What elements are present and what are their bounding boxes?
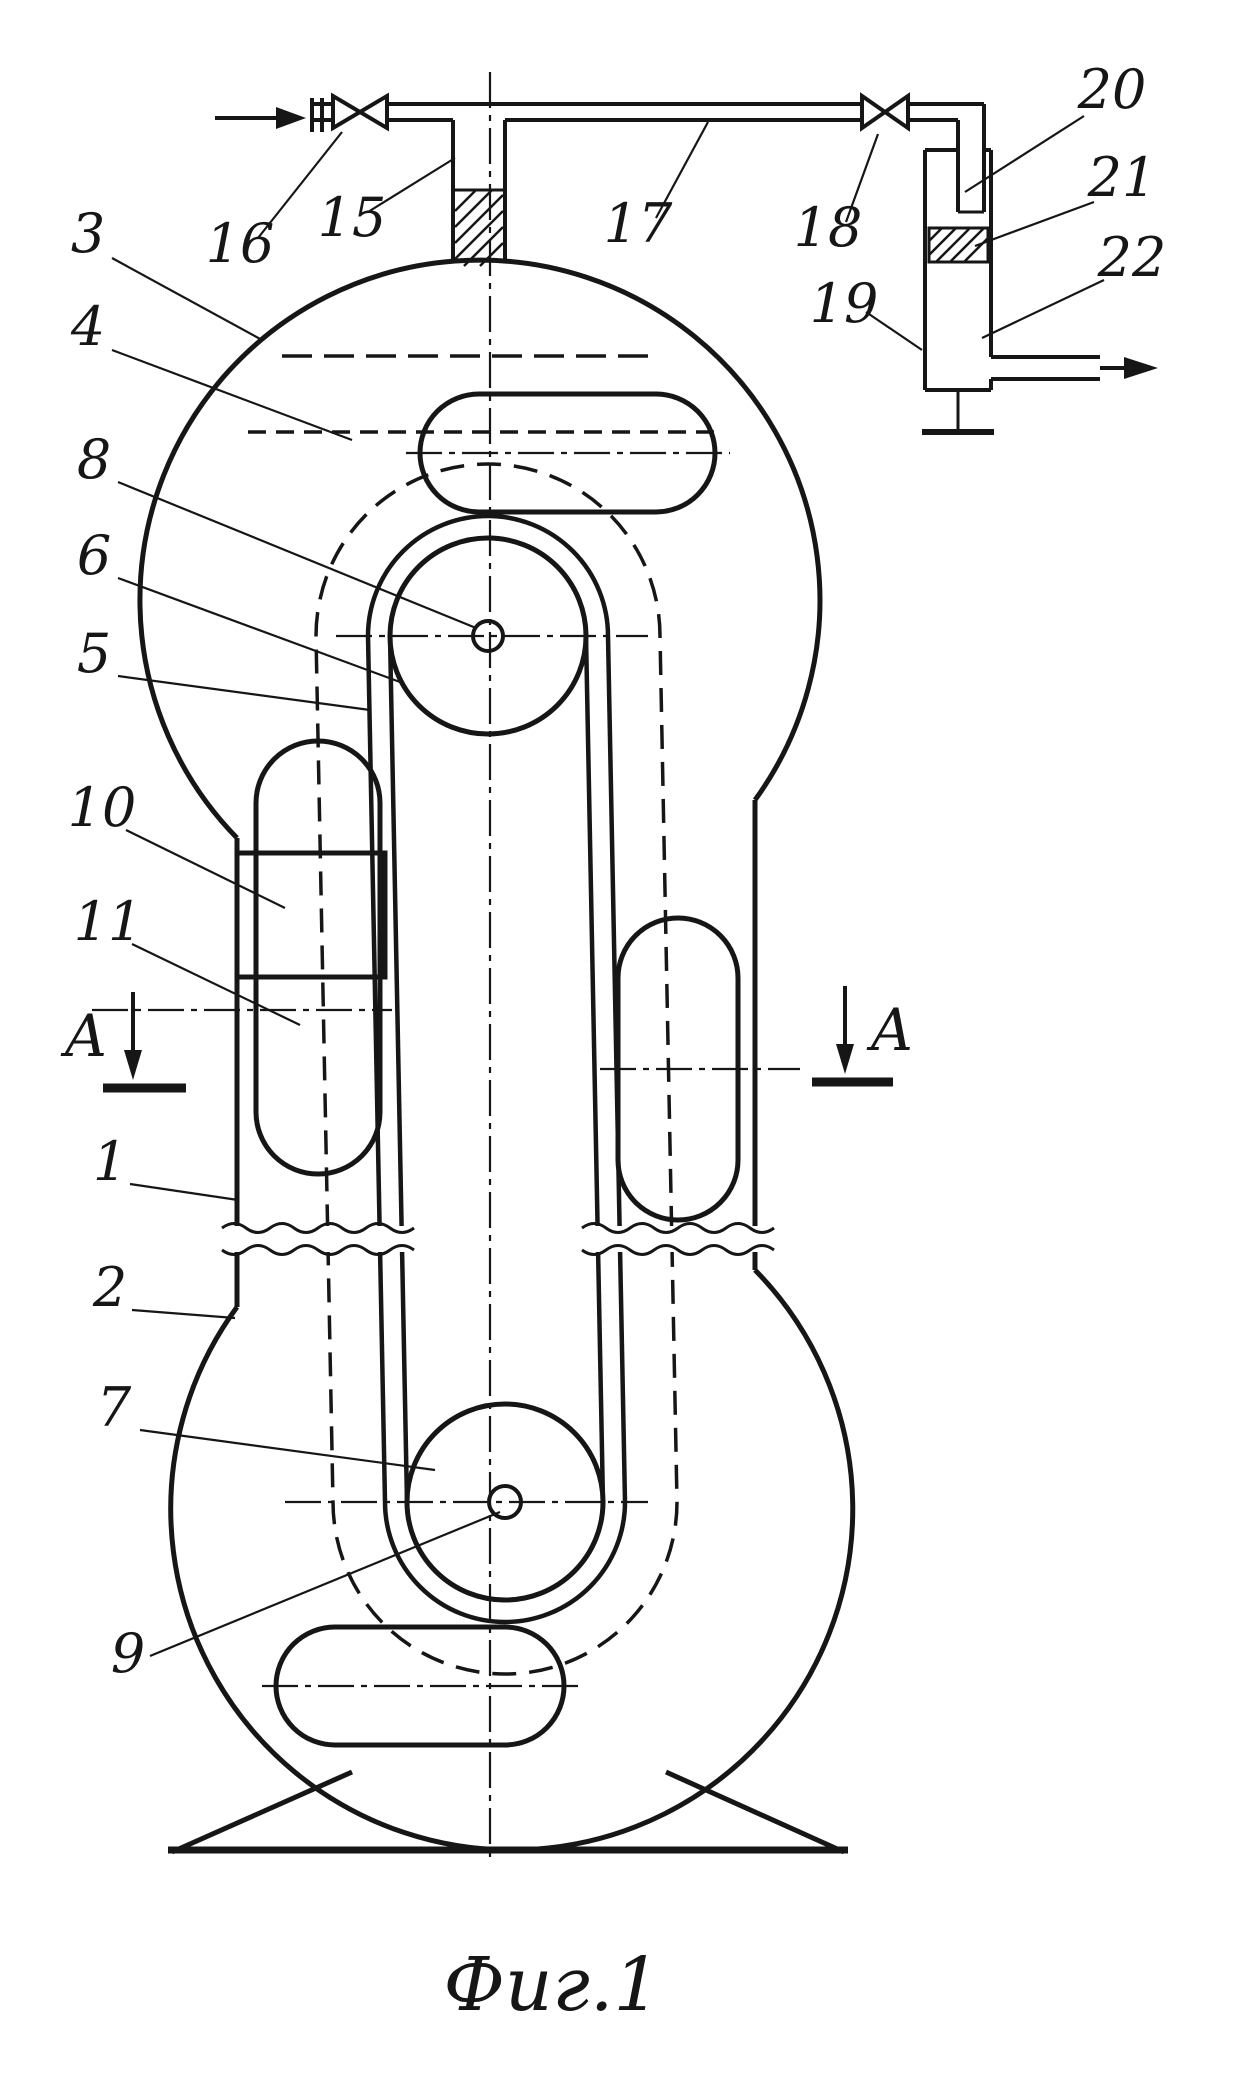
- part-label-8: 8: [77, 428, 111, 491]
- upper-housing: [137, 257, 823, 840]
- upper-pulley-axle: [471, 619, 505, 653]
- part-label-22: 22: [1097, 226, 1167, 289]
- outlet-arrow-icon: [1124, 357, 1158, 379]
- liquid-level-lines: [248, 354, 716, 434]
- valve-18-icon: [860, 92, 910, 132]
- bottom-capsule: [273, 1624, 567, 1748]
- belt-outer-edge: [365, 513, 628, 1625]
- section-markers: A A: [60, 986, 913, 1093]
- left-jacket: [234, 850, 388, 980]
- part-label-16: 16: [206, 212, 275, 275]
- part-label-18: 18: [794, 196, 863, 259]
- part-label-6: 6: [77, 524, 111, 587]
- machine-body: [137, 257, 856, 1853]
- upper-pulley: [387, 535, 589, 737]
- part-label-5: 5: [77, 622, 111, 685]
- top-pipework: [215, 92, 984, 267]
- part-label-21: 21: [1087, 146, 1157, 209]
- right-capsule: [615, 915, 741, 1223]
- section-arrow-right-icon: [836, 1044, 854, 1074]
- filter-hatch: [454, 189, 504, 267]
- part-label-1: 1: [93, 1130, 127, 1193]
- part-label-20: 20: [1077, 58, 1147, 121]
- part-label-19: 19: [810, 272, 879, 335]
- left-leg: [170, 1769, 354, 1855]
- lower-housing: [168, 1268, 856, 1853]
- base-stand: [168, 1769, 848, 1855]
- part-label-4: 4: [70, 295, 105, 358]
- lower-pulley: [404, 1401, 606, 1603]
- top-capsule: [417, 391, 718, 515]
- centerlines: [92, 72, 800, 1858]
- section-letter-right: A: [866, 996, 913, 1064]
- part-label-3: 3: [71, 202, 105, 265]
- leader-lines: [111, 115, 1105, 1658]
- part-label-2: 2: [92, 1256, 127, 1319]
- left-capsule: [253, 738, 383, 1177]
- right-leg: [664, 1769, 846, 1855]
- inlet-arrow-icon: [276, 107, 306, 129]
- belt-drive: [365, 513, 628, 1625]
- lower-pulley-axle: [487, 1484, 523, 1520]
- part-label-17: 17: [604, 192, 673, 255]
- belt-inner-edge: [387, 535, 606, 1603]
- section-arrow-left-icon: [124, 1050, 142, 1080]
- part-label-11: 11: [74, 890, 143, 953]
- part-labels: 3 4 8 6 5 10 11 1 2 7 9 16 15 17 18 19 2…: [68, 58, 1167, 1685]
- part-label-15: 15: [318, 186, 387, 249]
- valve-16-icon: [331, 92, 389, 132]
- piston-guides: [234, 391, 741, 1748]
- part-label-10: 10: [68, 776, 137, 839]
- housing-break: [218, 1222, 782, 1256]
- piston-path-dashed-loop: [314, 462, 679, 1676]
- section-letter-left: A: [60, 1002, 107, 1070]
- part-label-9: 9: [111, 1622, 145, 1685]
- part-label-7: 7: [97, 1376, 132, 1439]
- figure-caption: Фиг.1: [443, 1942, 660, 2028]
